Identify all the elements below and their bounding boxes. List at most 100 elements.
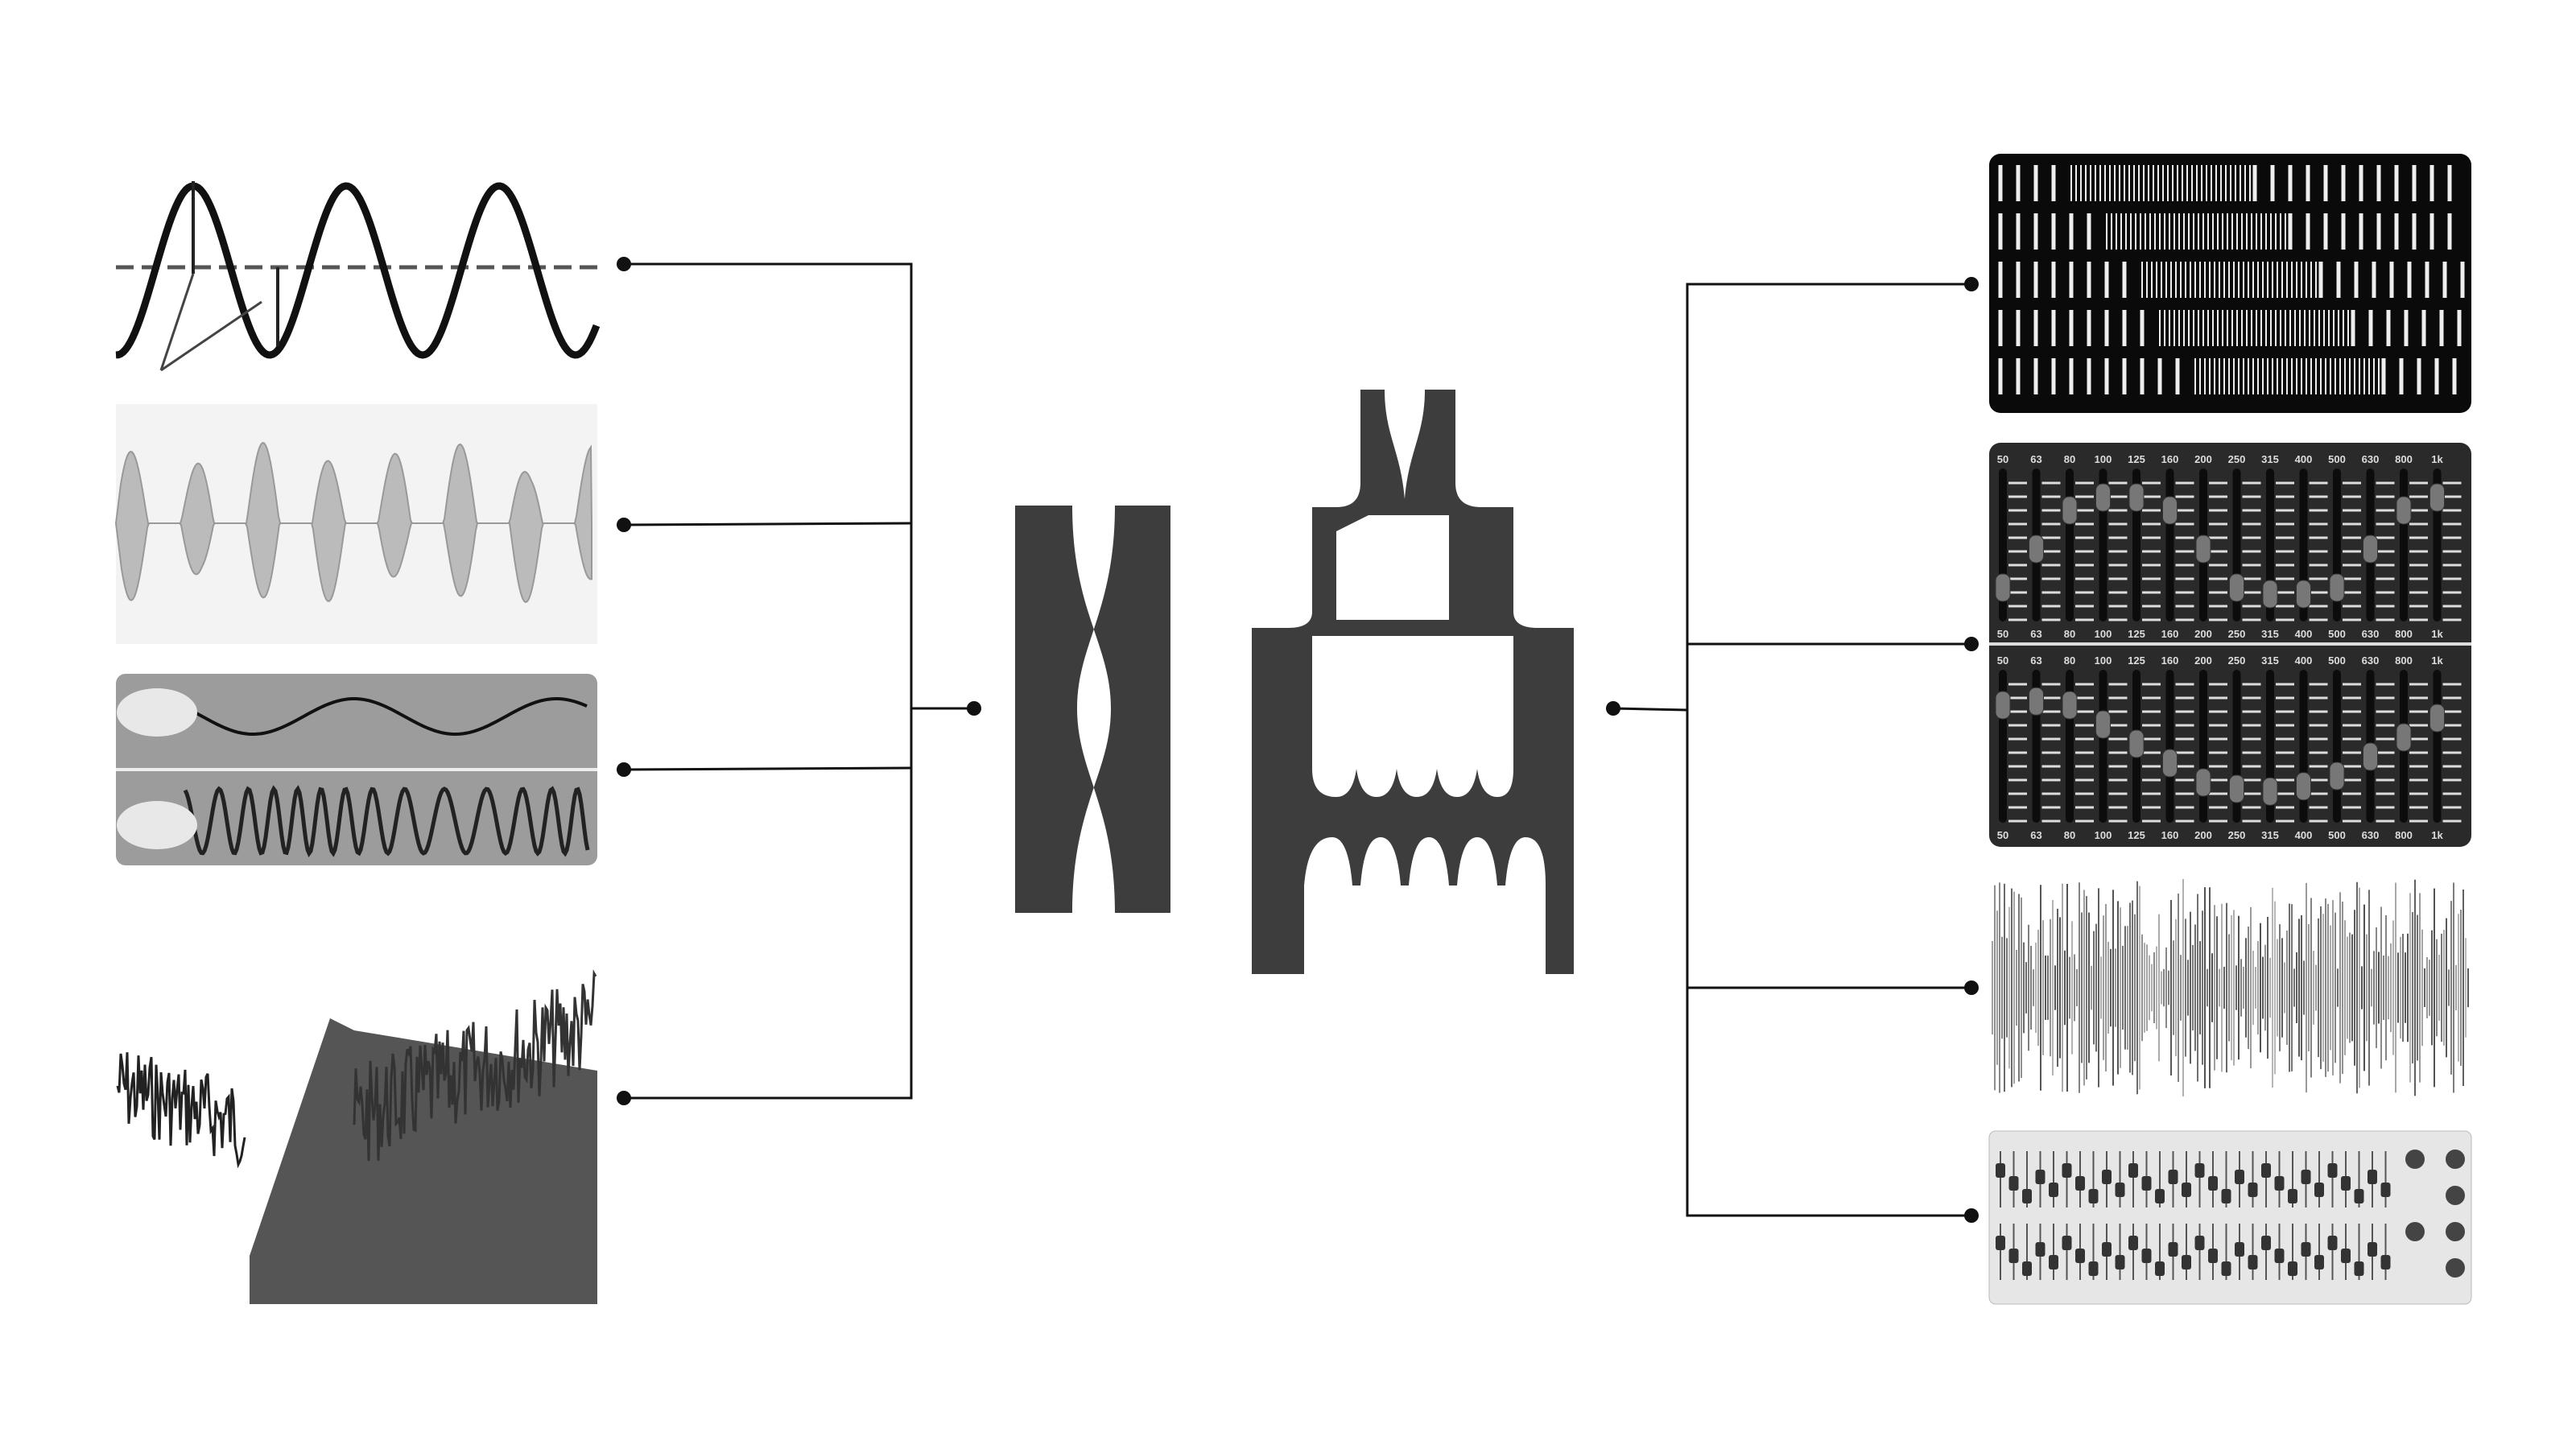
fader-knob[interactable]	[2195, 535, 2211, 564]
fader-knob[interactable]	[2314, 1183, 2324, 1197]
fader-knob[interactable]	[2168, 1242, 2178, 1257]
fader-knob[interactable]	[2115, 1255, 2125, 1269]
fader-knob[interactable]	[2288, 1189, 2297, 1203]
knob-icon[interactable]	[2446, 1186, 2465, 1205]
fader-knob[interactable]	[2022, 1189, 2032, 1203]
fader-knob[interactable]	[2075, 1176, 2085, 1191]
fader-knob[interactable]	[2380, 1255, 2391, 1269]
eq-band-label: 500	[2328, 453, 2346, 465]
fader-knob[interactable]	[2062, 496, 2078, 525]
fader-knob[interactable]	[2162, 749, 2178, 778]
fader-track	[2400, 469, 2408, 621]
fader-knob[interactable]	[2141, 1176, 2152, 1191]
fader-knob[interactable]	[2075, 1249, 2085, 1263]
fader-knob[interactable]	[2221, 1189, 2231, 1203]
fader-knob[interactable]	[2035, 1170, 2046, 1184]
fader-knob[interactable]	[2288, 1261, 2297, 1276]
fader-knob[interactable]	[2155, 1189, 2165, 1203]
knob-icon[interactable]	[2405, 1222, 2425, 1241]
fader-knob[interactable]	[2062, 691, 2078, 720]
fader-knob[interactable]	[2062, 1163, 2072, 1178]
fader-knob[interactable]	[2049, 1255, 2058, 1269]
fader-knob[interactable]	[2429, 483, 2445, 512]
fader-knob[interactable]	[2329, 573, 2345, 602]
eq-band-label: 160	[2161, 453, 2179, 465]
fader-knob[interactable]	[2229, 774, 2244, 803]
eq-band-label: 125	[2128, 829, 2145, 841]
fader-knob[interactable]	[2274, 1249, 2285, 1263]
fader-knob[interactable]	[2035, 1242, 2046, 1257]
knob-icon[interactable]	[2446, 1258, 2465, 1278]
fader-knob[interactable]	[2022, 1261, 2032, 1276]
fader-knob[interactable]	[1996, 1163, 2005, 1178]
fader-knob[interactable]	[2368, 1242, 2377, 1257]
fader-knob[interactable]	[2049, 1183, 2058, 1197]
fader-knob[interactable]	[2314, 1255, 2324, 1269]
fader-knob[interactable]	[2182, 1183, 2191, 1197]
fader-knob[interactable]	[2128, 729, 2145, 758]
fader-knob[interactable]	[2128, 483, 2145, 512]
fader-knob[interactable]	[2396, 496, 2412, 525]
fader-knob[interactable]	[2327, 1163, 2338, 1178]
fader-knob[interactable]	[2221, 1261, 2231, 1276]
fader-knob[interactable]	[2262, 580, 2278, 609]
fader-knob[interactable]	[2095, 483, 2111, 512]
fader-knob[interactable]	[2208, 1249, 2218, 1263]
fader-knob[interactable]	[2296, 580, 2311, 609]
fader-knob[interactable]	[1996, 1236, 2005, 1250]
fader-knob[interactable]	[2141, 1249, 2152, 1263]
fader-knob[interactable]	[2363, 535, 2378, 564]
fader-knob[interactable]	[2182, 1255, 2191, 1269]
fader-knob[interactable]	[2261, 1163, 2271, 1178]
fader-knob[interactable]	[2274, 1176, 2285, 1191]
fader-knob[interactable]	[2062, 1236, 2072, 1250]
fader-knob[interactable]	[2341, 1249, 2351, 1263]
fader-knob[interactable]	[2354, 1189, 2364, 1203]
fader-knob[interactable]	[2327, 1236, 2338, 1250]
fader-knob[interactable]	[2354, 1261, 2364, 1276]
fader-knob[interactable]	[2248, 1183, 2258, 1197]
fader-knob[interactable]	[2088, 1189, 2099, 1203]
fader-knob[interactable]	[2296, 772, 2311, 801]
fader-knob[interactable]	[2194, 1163, 2205, 1178]
fader-knob[interactable]	[2095, 710, 2111, 739]
fader-knob[interactable]	[2363, 742, 2378, 771]
fader-knob[interactable]	[1995, 573, 2011, 602]
eq-band-label: 50	[1997, 628, 2008, 640]
fader-knob[interactable]	[2329, 762, 2345, 791]
fader-knob[interactable]	[2128, 1163, 2138, 1178]
fader-knob[interactable]	[2261, 1236, 2271, 1250]
fader-knob[interactable]	[2102, 1242, 2112, 1257]
fader-knob[interactable]	[2396, 723, 2412, 752]
fader-knob[interactable]	[2115, 1183, 2125, 1197]
fader-knob[interactable]	[2368, 1170, 2377, 1184]
fader-knob[interactable]	[2235, 1170, 2244, 1184]
knob-icon[interactable]	[2446, 1150, 2465, 1169]
fader-knob[interactable]	[2208, 1176, 2218, 1191]
fader-knob[interactable]	[2301, 1242, 2311, 1257]
fader-knob[interactable]	[2301, 1170, 2311, 1184]
fader-knob[interactable]	[2194, 1236, 2205, 1250]
knob-icon[interactable]	[2446, 1222, 2465, 1241]
eq-band-label: 800	[2395, 654, 2413, 667]
fader-knob[interactable]	[2168, 1170, 2178, 1184]
fader-knob[interactable]	[2262, 777, 2278, 806]
fader-knob[interactable]	[2088, 1261, 2099, 1276]
fader-knob[interactable]	[2029, 687, 2044, 716]
fader-knob[interactable]	[2128, 1236, 2138, 1250]
fader-knob[interactable]	[2102, 1170, 2112, 1184]
fader-knob[interactable]	[2235, 1242, 2244, 1257]
fader-knob[interactable]	[2029, 535, 2044, 564]
fader-knob[interactable]	[2155, 1261, 2165, 1276]
fader-knob[interactable]	[2008, 1249, 2019, 1263]
fader-knob[interactable]	[1995, 691, 2011, 720]
fader-knob[interactable]	[2162, 496, 2178, 525]
fader-knob[interactable]	[2248, 1255, 2258, 1269]
fader-knob[interactable]	[2195, 768, 2211, 797]
fader-knob[interactable]	[2380, 1183, 2391, 1197]
fader-knob[interactable]	[2008, 1176, 2019, 1191]
knob-icon[interactable]	[2405, 1150, 2425, 1169]
fader-knob[interactable]	[2341, 1176, 2351, 1191]
fader-knob[interactable]	[2429, 704, 2445, 733]
fader-knob[interactable]	[2229, 573, 2244, 602]
